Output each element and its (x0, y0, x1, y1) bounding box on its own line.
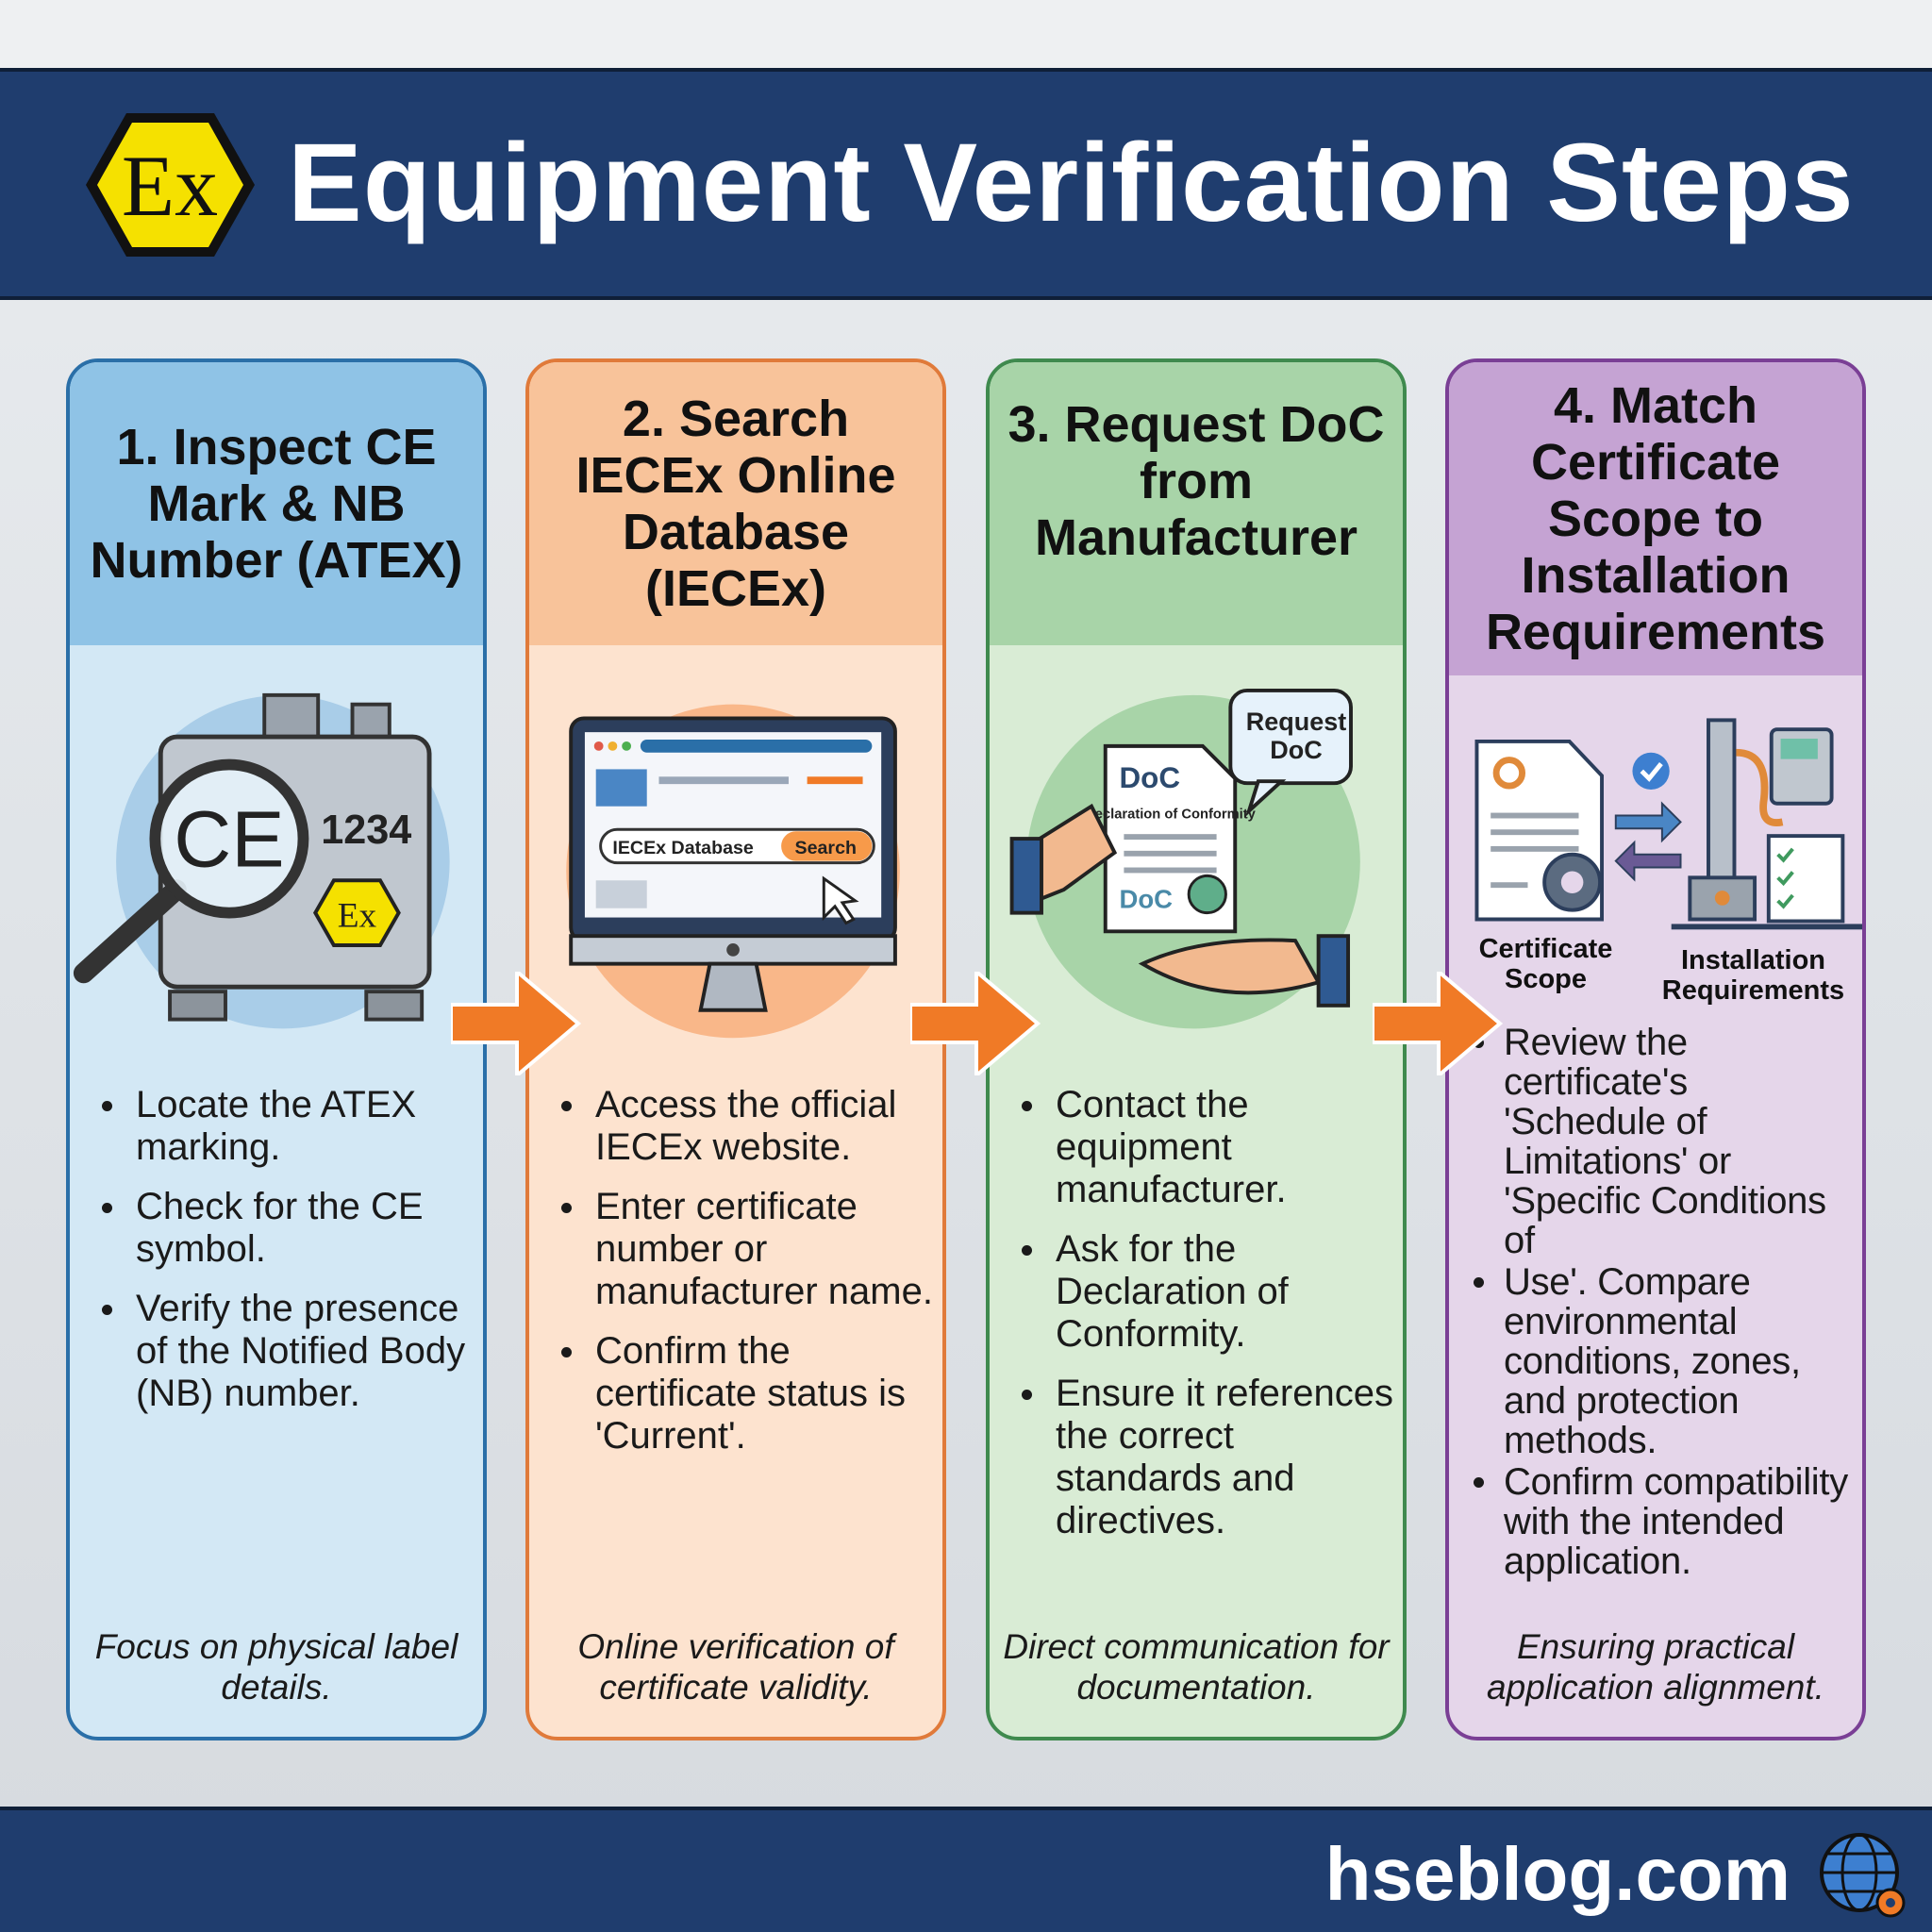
bullet-item: Access the official IECEx website. (558, 1084, 933, 1169)
certificate-scope-label: Certificate Scope (1478, 934, 1613, 994)
bullet-list: Review the certificate's 'Schedule of Li… (1470, 1023, 1858, 1583)
installation-requirements-label: Installation Requirements (1661, 945, 1845, 1006)
arrow-right-icon (451, 972, 582, 1075)
step-footer-note: Ensuring practical application alignment… (1487, 1627, 1824, 1707)
doc-stamp-text: DoC (1119, 885, 1173, 914)
bullet-item: Confirm the certificate status is 'Curre… (558, 1330, 933, 1457)
site-link[interactable]: hseblog.com (1324, 1832, 1790, 1916)
step-footer-note: Focus on physical label details. (94, 1627, 458, 1707)
bullet-item: Contact the equipment manufacturer. (1018, 1084, 1393, 1211)
step-title: 2. Search IECEx Online Database (IECEx) (529, 362, 942, 645)
bullet-item: Verify the presence of the Notified Body… (98, 1288, 474, 1415)
bullet-list: Locate the ATEX marking. Check for the C… (98, 1084, 474, 1432)
page-title: Equipment Verification Steps (288, 121, 1855, 245)
bullet-list: Contact the equipment manufacturer. Ask … (1018, 1084, 1393, 1559)
logo-text: Ex (122, 138, 218, 234)
ce-label-illustration: 1234 Ex CE (73, 692, 450, 1029)
ex-logo-icon: Ex (86, 113, 255, 257)
step-card-2: 2. Search IECEx Online Database (IECEx) … (525, 358, 946, 1740)
doc-title-text: DoC (1119, 761, 1180, 794)
globe-gear-icon (1820, 1833, 1906, 1918)
scope-match-illustration (1474, 718, 1862, 930)
nb-number-text: 1234 (321, 808, 411, 853)
step-footer-note: Online verification of certificate valid… (577, 1627, 894, 1707)
arrow-right-icon (1373, 972, 1504, 1075)
bullet-item: Confirm compatibility with the intended … (1470, 1462, 1858, 1581)
search-button-text: Search (795, 838, 857, 858)
ce-mark-text: CE (174, 795, 284, 884)
doc-request-illustration: DoC Declaration of Conformity DoC (1009, 688, 1360, 1029)
bullet-item: Locate the ATEX marking. (98, 1084, 474, 1169)
step-card-1: 1. Inspect CE Mark & NB Number (ATEX) 12… (66, 358, 487, 1740)
ex-small-text: Ex (338, 896, 377, 935)
bullet-item: Enter certificate number or manufacturer… (558, 1186, 933, 1313)
bullet-item: Review the certificate's 'Schedule of Li… (1470, 1023, 1858, 1260)
bullet-item: Check for the CE symbol. (98, 1186, 474, 1271)
bullet-item: Ask for the Declaration of Conformity. (1018, 1228, 1393, 1356)
step-card-4: 4. Match Certificate Scope to Installati… (1445, 358, 1866, 1740)
speech-bubble-text: Request DoC (1245, 708, 1347, 764)
header-banner: Ex Equipment Verification Steps (0, 68, 1932, 300)
step-footer-note: Direct communication for documentation. (1003, 1627, 1390, 1707)
bullet-item: Ensure it references the correct standar… (1018, 1373, 1393, 1542)
bullet-item: Use'. Compare environmental conditions, … (1470, 1262, 1858, 1460)
top-strip (0, 0, 1932, 68)
bullet-list: Access the official IECEx website. Enter… (558, 1084, 933, 1474)
step-title: 4. Match Certificate Scope to Installati… (1449, 362, 1862, 675)
footer-banner: hseblog.com (0, 1807, 1932, 1932)
arrow-right-icon (910, 972, 1041, 1075)
monitor-search-illustration: IECEx Database Search (566, 704, 900, 1039)
step-title: 3. Request DoC from Manufacturer (990, 362, 1403, 645)
step-title: 1. Inspect CE Mark & NB Number (ATEX) (70, 362, 483, 645)
step-card-3: 3. Request DoC from Manufacturer DoC Dec… (986, 358, 1407, 1740)
doc-subtitle-text: Declaration of Conformity (1085, 807, 1257, 822)
search-input-text: IECEx Database (612, 838, 754, 858)
